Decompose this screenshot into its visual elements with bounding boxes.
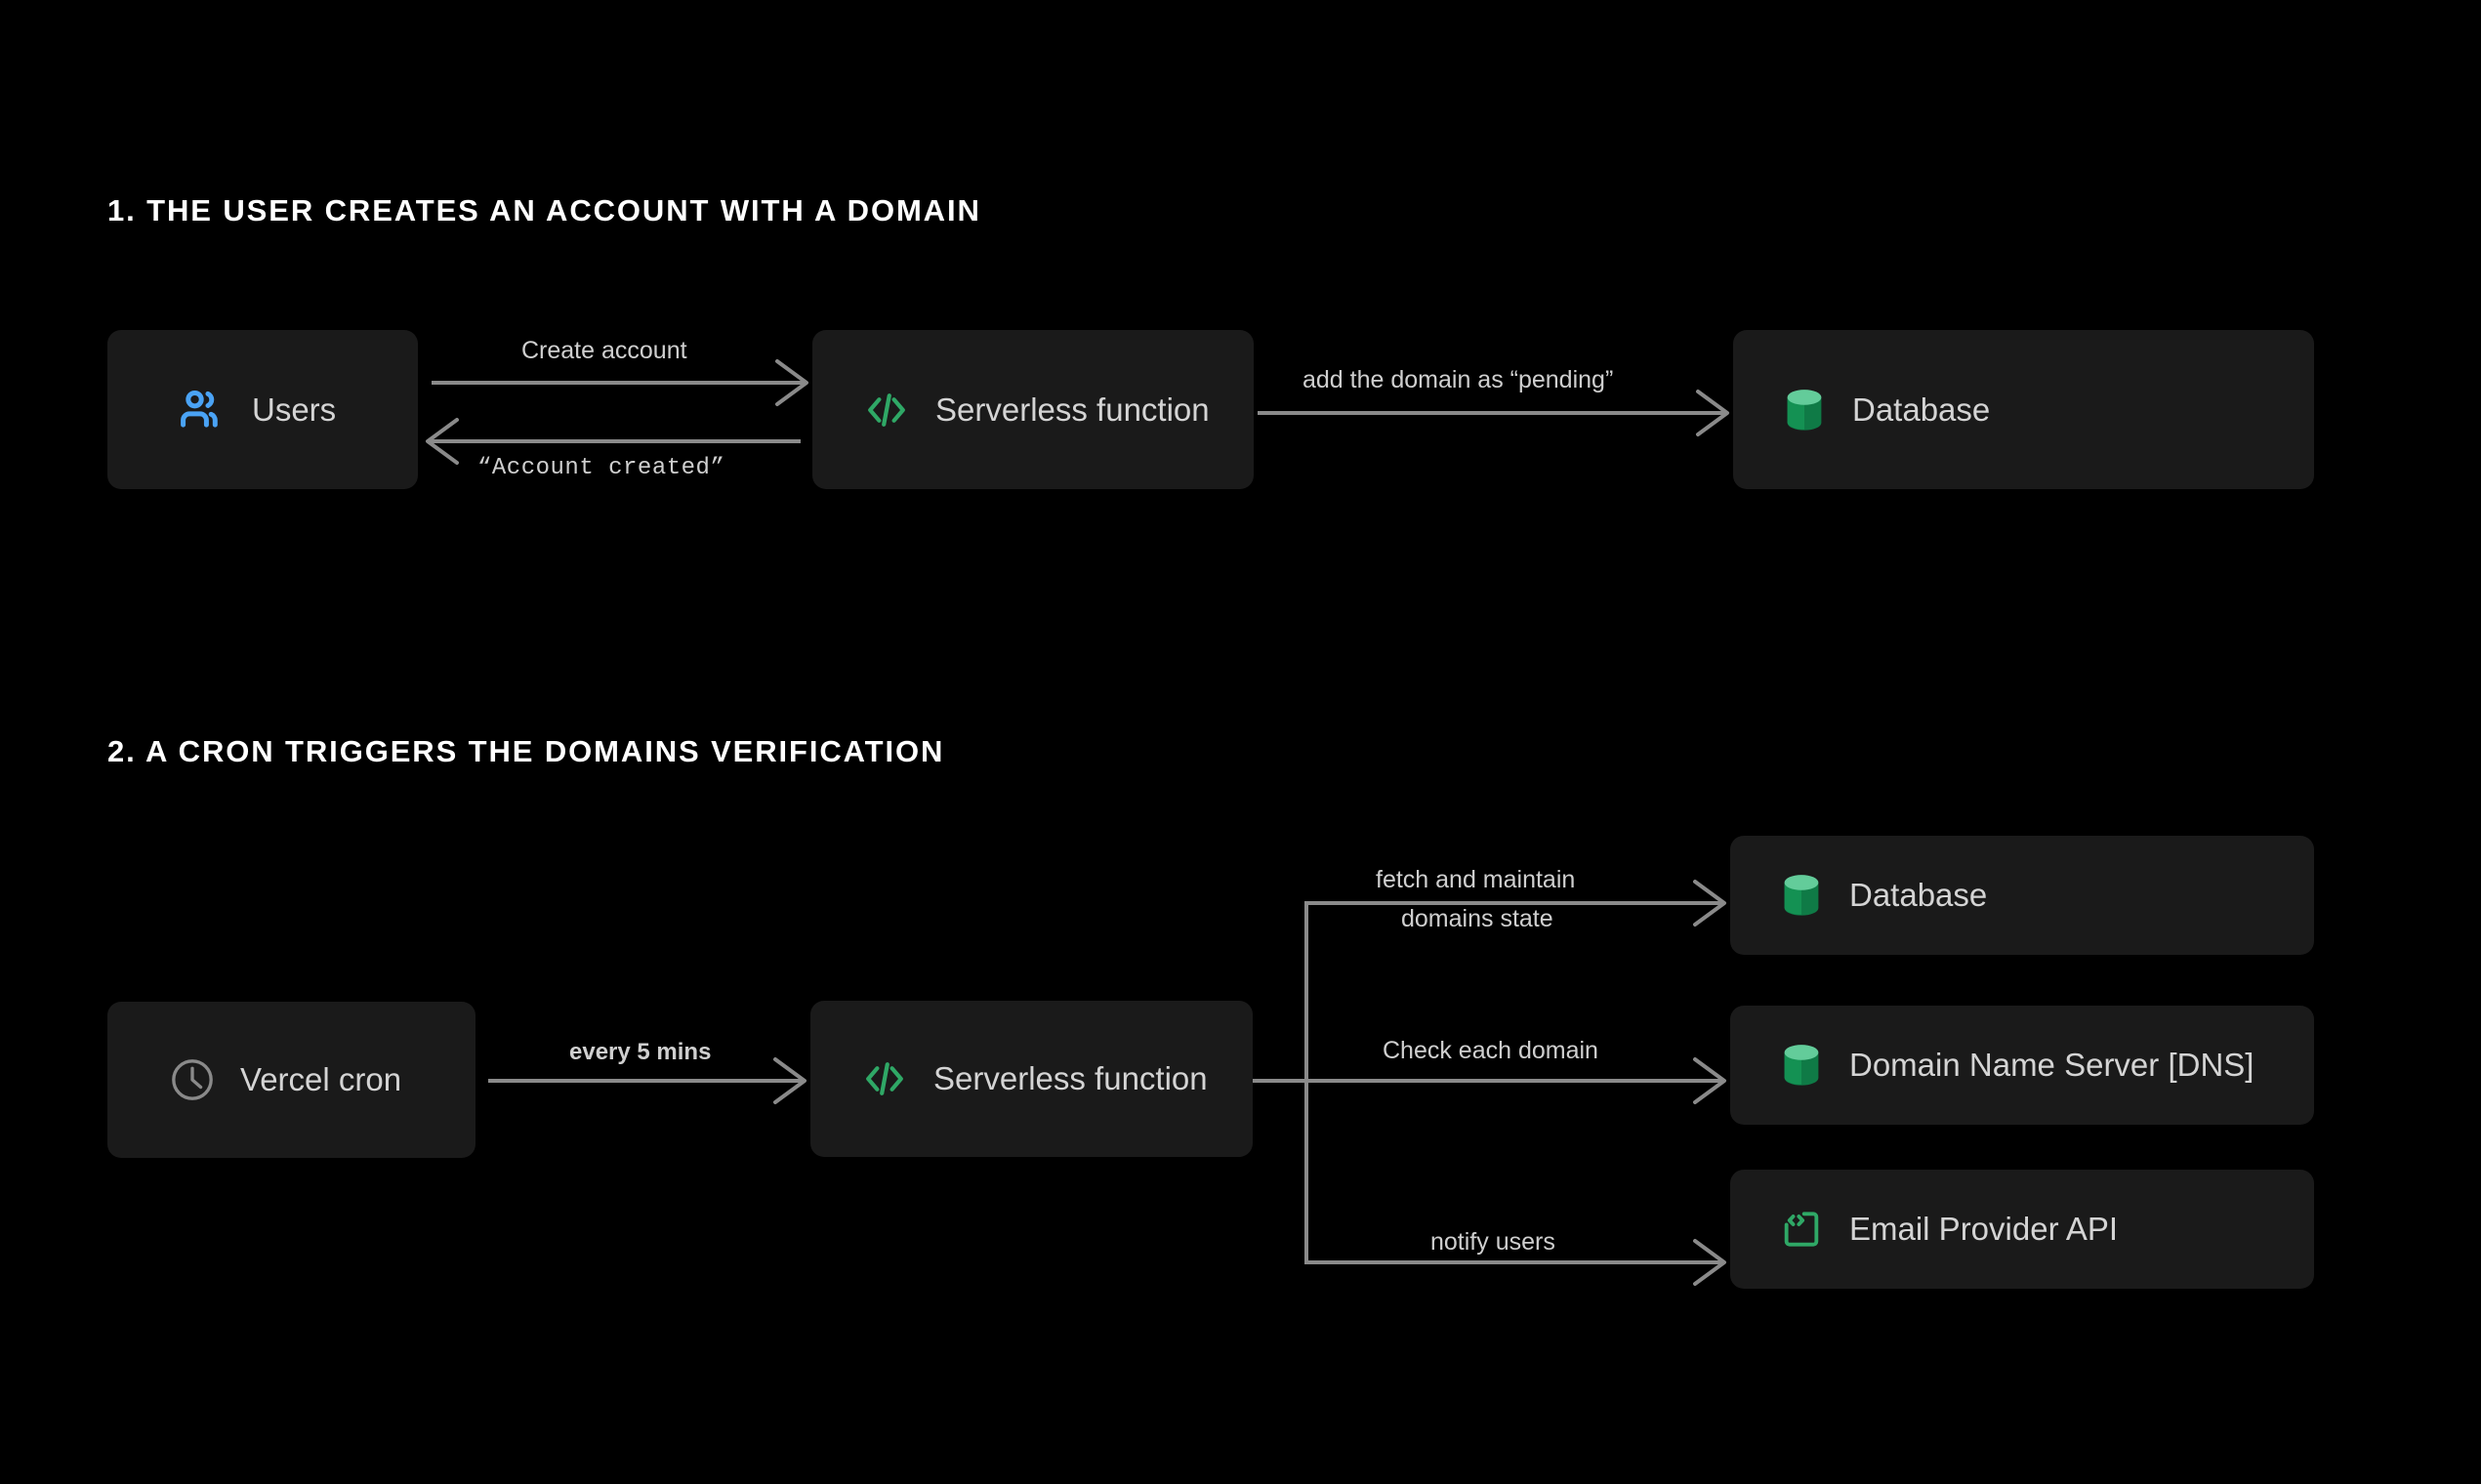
node-users[interactable]: Users bbox=[107, 330, 418, 489]
clock-icon bbox=[168, 1055, 217, 1104]
edge-label-notify-users: notify users bbox=[1430, 1228, 1555, 1256]
section-2-title: 2. A CRON TRIGGERS THE DOMAINS VERIFICAT… bbox=[107, 734, 945, 768]
edge-add-domain bbox=[1258, 390, 1729, 436]
node-vercel-cron-label: Vercel cron bbox=[240, 1061, 402, 1097]
database-icon bbox=[1779, 871, 1824, 920]
node-serverless-1-label: Serverless function bbox=[935, 391, 1210, 428]
edge-label-create-account: Create account bbox=[521, 337, 687, 364]
node-serverless-function-2[interactable]: Serverless function bbox=[810, 1001, 1253, 1157]
node-vercel-cron[interactable]: Vercel cron bbox=[107, 1002, 476, 1158]
node-database-2[interactable]: Database bbox=[1730, 836, 2314, 955]
users-icon bbox=[176, 385, 227, 435]
node-email-label: Email Provider API bbox=[1849, 1211, 2119, 1247]
edge-label-every-5-mins: every 5 mins bbox=[569, 1039, 712, 1065]
database-icon bbox=[1782, 386, 1827, 434]
api-code-icon bbox=[1779, 1207, 1824, 1252]
edge-label-add-domain: add the domain as “pending” bbox=[1303, 366, 1614, 393]
node-database-1-label: Database bbox=[1852, 391, 1991, 428]
edge-label-account-created: “Account created” bbox=[477, 455, 725, 481]
edge-label-fetch-and-maintain: fetch and maintain bbox=[1376, 866, 1576, 893]
edge-label-check-each-domain: Check each domain bbox=[1383, 1037, 1598, 1064]
edge-label-domains-state: domains state bbox=[1401, 905, 1553, 932]
node-email-provider-api[interactable]: Email Provider API bbox=[1730, 1170, 2314, 1289]
node-database-2-label: Database bbox=[1849, 877, 1988, 913]
node-dns-label: Domain Name Server [DNS] bbox=[1849, 1047, 2254, 1083]
database-icon bbox=[1779, 1041, 1824, 1090]
node-serverless-2-label: Serverless function bbox=[933, 1060, 1208, 1096]
node-serverless-function-1[interactable]: Serverless function bbox=[812, 330, 1254, 489]
section-1-title: 1. THE USER CREATES AN ACCOUNT WITH A DO… bbox=[107, 193, 981, 227]
node-users-label: Users bbox=[252, 391, 337, 428]
edge-create-account bbox=[432, 359, 808, 406]
code-icon bbox=[863, 387, 910, 433]
node-database-1[interactable]: Database bbox=[1733, 330, 2314, 489]
node-domain-name-server[interactable]: Domain Name Server [DNS] bbox=[1730, 1006, 2314, 1125]
edge-check-domain bbox=[1306, 1057, 1726, 1104]
code-icon bbox=[861, 1055, 908, 1102]
